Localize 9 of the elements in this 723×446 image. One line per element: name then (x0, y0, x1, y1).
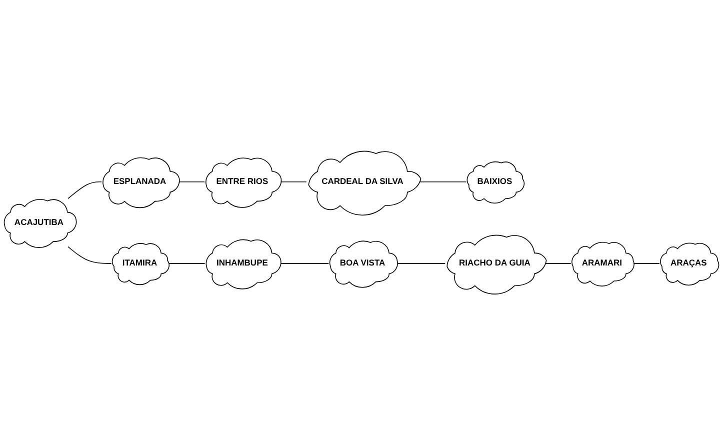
connector (178, 182, 205, 183)
connector (68, 246, 112, 264)
connector (544, 263, 572, 264)
connector (418, 182, 467, 183)
connector (68, 182, 102, 200)
connector (632, 263, 660, 264)
connector (396, 263, 446, 264)
connector (279, 263, 329, 264)
connector (168, 263, 206, 264)
